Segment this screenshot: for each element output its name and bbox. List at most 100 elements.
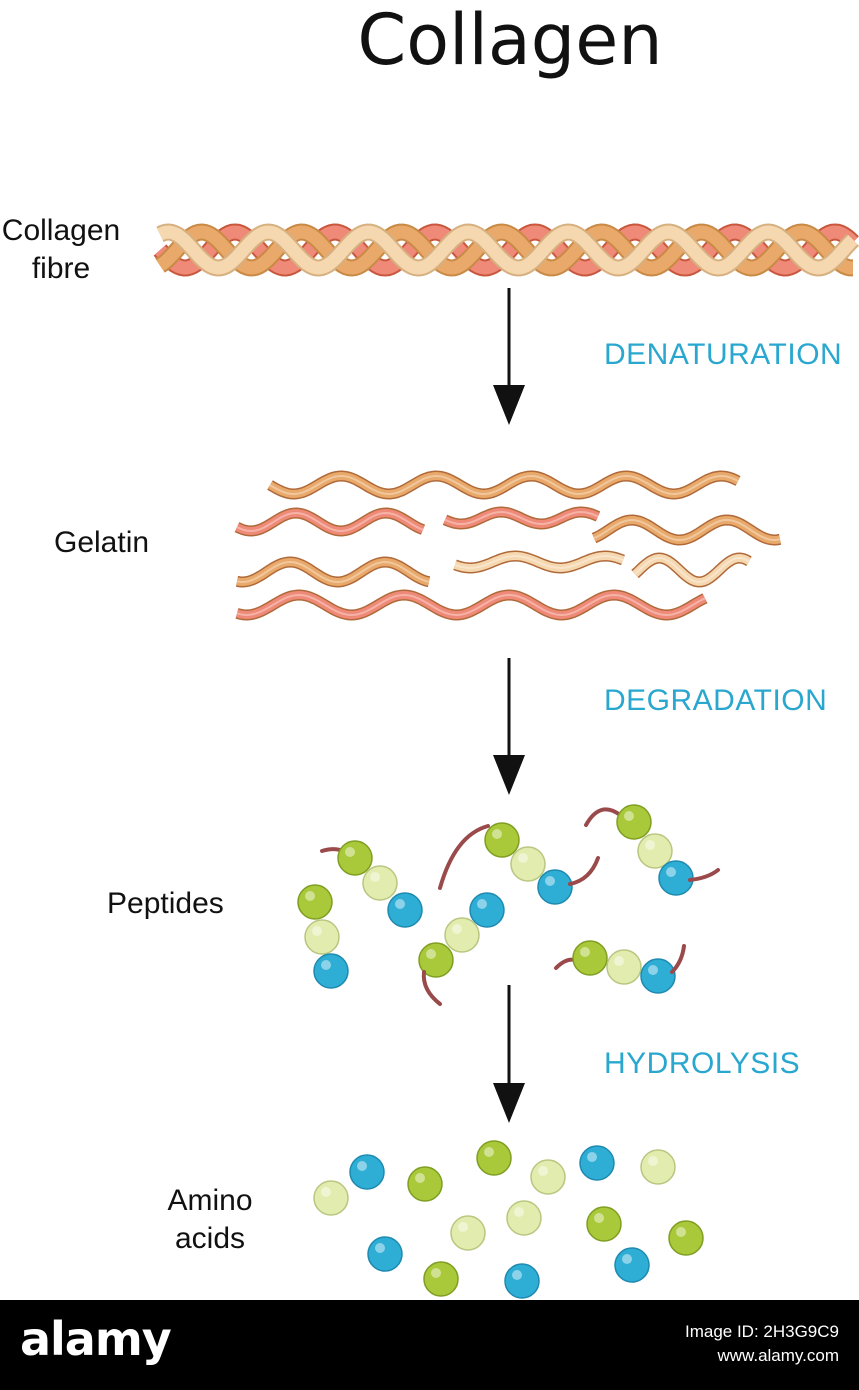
gelatin-strand [236, 557, 430, 587]
amino-acid-bead-shine [594, 1213, 604, 1223]
fibre-strand [157, 225, 858, 275]
amino-acid-bead [530, 1159, 566, 1195]
peptide-bead-shine [345, 847, 355, 857]
amino-acid-bead-shine [538, 1166, 548, 1176]
amino-acid-bead [579, 1145, 615, 1181]
peptide-bead-shine [545, 876, 555, 886]
peptide-bead [469, 892, 505, 928]
peptide-bead [313, 953, 349, 989]
amino-acid-bead-shine [375, 1243, 385, 1253]
label-gelatin: Gelatin [54, 526, 150, 559]
peptide-bead-shine [305, 891, 315, 901]
amino-acid-bead [349, 1154, 385, 1190]
amino-acid-bead [640, 1149, 676, 1185]
peptide-bead [606, 949, 642, 985]
gelatin-strand-highlight [454, 554, 624, 570]
peptide-chains [297, 804, 720, 1006]
amino-acid-bead [313, 1180, 349, 1216]
diagram-title: Collagen [357, 0, 663, 81]
gelatin-strands [234, 470, 782, 621]
gelatin-strand-highlight [593, 518, 781, 542]
gelatin-strand [632, 553, 751, 586]
peptide-bead-shine [395, 899, 405, 909]
amino-acid-bead [423, 1261, 459, 1297]
arrow-head-hydrolysis [493, 1083, 525, 1123]
amino-acid-bead [367, 1236, 403, 1272]
peptide-bead [537, 869, 573, 905]
amino-acid-bead-shine [484, 1147, 494, 1157]
peptide-bead [484, 822, 520, 858]
amino-acid-bead [614, 1247, 650, 1283]
gelatin-strand [453, 551, 625, 573]
label-peptides: Peptides [107, 887, 224, 920]
peptide-bead [637, 833, 673, 869]
process-denaturation: DENATURATION [604, 338, 843, 371]
amino-acid-bead-shine [415, 1173, 425, 1183]
peptide-bead-shine [518, 853, 528, 863]
amino-acid-bead-shine [676, 1227, 686, 1237]
peptide-linker [421, 970, 442, 1006]
gelatin-strand-highlight [236, 593, 706, 617]
arrow-head-degradation [493, 755, 525, 795]
amino-acid-bead [504, 1263, 540, 1299]
peptide-bead-shine [614, 956, 624, 966]
image-id-block: Image ID: 2H3G9C9 www.alamy.com [685, 1320, 839, 1368]
peptide-bead [572, 940, 608, 976]
gelatin-strand [443, 507, 600, 529]
peptide-bead [658, 860, 694, 896]
peptide-linker [584, 807, 622, 827]
label-amino-acids: Amino acids [167, 1184, 253, 1255]
peptide-bead [418, 942, 454, 978]
peptide-bead [387, 892, 423, 928]
amino-acid-bead-shine [622, 1254, 632, 1264]
arrow-head-denaturation [493, 385, 525, 425]
gelatin-strand-highlight [236, 560, 430, 584]
peptide-bead-shine [492, 829, 502, 839]
gelatin-strand [267, 471, 740, 499]
diagram-canvas [153, 223, 859, 1299]
peptide-bead [337, 840, 373, 876]
label-collagen-fibre: Collagen fibre [1, 214, 121, 285]
amino-acid-bead-shine [587, 1152, 597, 1162]
peptide-bead-shine [452, 924, 462, 934]
gelatin-strand [235, 590, 707, 620]
peptide-bead-shine [321, 960, 331, 970]
peptide-linker [670, 944, 686, 974]
amino-acid-bead-shine [431, 1268, 441, 1278]
peptide-bead-shine [580, 947, 590, 957]
peptide-bead-shine [645, 840, 655, 850]
collagen-fibre [153, 223, 859, 277]
amino-acid-bead [506, 1200, 542, 1236]
gelatin-strand [592, 515, 781, 545]
process-degradation: DEGRADATION [604, 684, 828, 717]
gelatin-strand-highlight [634, 556, 750, 583]
peptide-bead [616, 804, 652, 840]
amino-acid-bead-shine [512, 1270, 522, 1280]
amino-acid-bead-shine [514, 1207, 524, 1217]
peptide-bead-shine [312, 926, 322, 936]
brand-logo: alamy [20, 1312, 172, 1366]
image-id: Image ID: 2H3G9C9 [684, 1322, 839, 1341]
process-hydrolysis: HYDROLYSIS [604, 1047, 801, 1080]
peptide-linker [568, 856, 600, 886]
peptide-bead [510, 846, 546, 882]
peptide-bead-shine [370, 872, 380, 882]
peptide-bead-shine [624, 811, 634, 821]
gelatin-strand-highlight [269, 474, 739, 496]
peptide-bead [362, 865, 398, 901]
peptide-bead-shine [648, 965, 658, 975]
peptide-bead [297, 884, 333, 920]
amino-acid-bead [450, 1215, 486, 1251]
amino-acid-bead [407, 1166, 443, 1202]
amino-acid-bead-shine [458, 1222, 468, 1232]
amino-acid-bead-shine [357, 1161, 367, 1171]
amino-acid-bead-shine [648, 1156, 658, 1166]
amino-acid-bead [476, 1140, 512, 1176]
gelatin-strand-highlight [444, 510, 599, 526]
peptide-linker [554, 957, 577, 970]
peptide-bead [444, 917, 480, 953]
peptide-bead [304, 919, 340, 955]
gelatin-strand-highlight [236, 511, 424, 533]
peptide-linker [438, 824, 490, 890]
amino-acid-beads [313, 1140, 704, 1299]
